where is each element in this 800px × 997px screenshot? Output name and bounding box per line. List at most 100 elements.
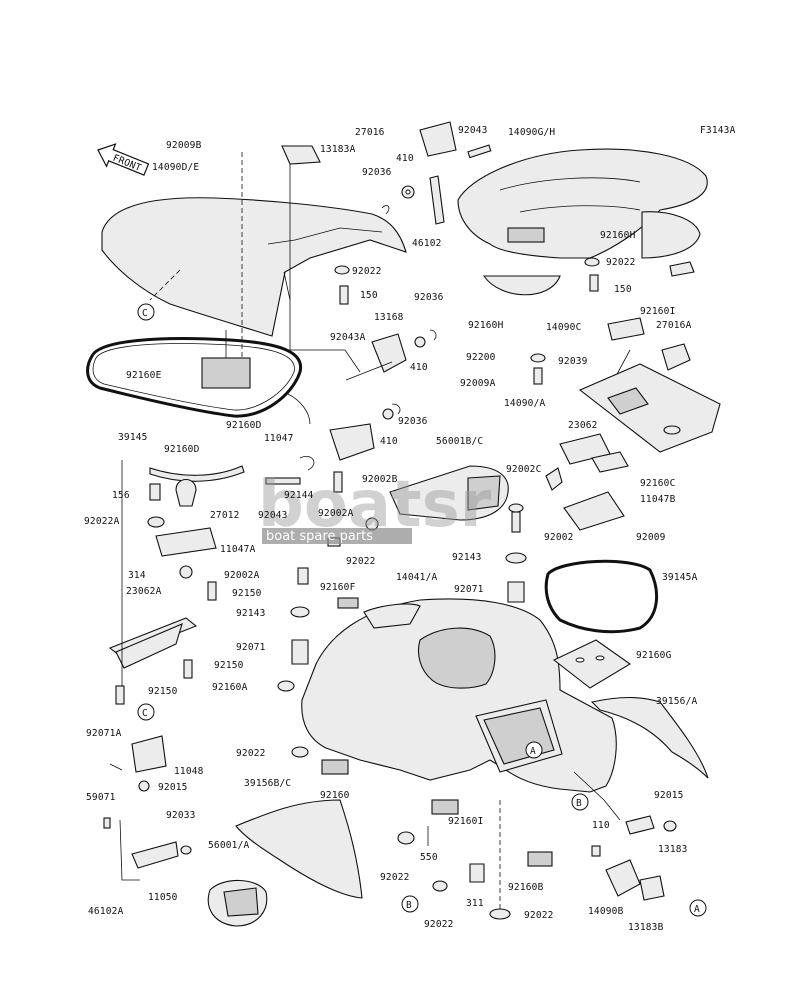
label-92150-b: 92150 xyxy=(214,660,244,671)
label-92033: 92033 xyxy=(166,810,196,821)
label-56001BC: 56001B/C xyxy=(436,436,483,447)
plate-13183A-part xyxy=(281,145,321,165)
label-92022-e: 92022 xyxy=(380,872,410,883)
bracket-11047-part xyxy=(329,423,375,461)
pad-92160C-part xyxy=(591,451,629,473)
label-14090B: 14090B xyxy=(588,906,624,917)
label-92144: 92144 xyxy=(284,490,314,501)
label-92160I-b: 92160I xyxy=(448,816,484,827)
tag-92160I-b-part xyxy=(431,799,459,815)
label-14090GH: 14090G/H xyxy=(508,127,555,138)
label-150-a: 150 xyxy=(360,290,378,301)
bolt-156-part xyxy=(149,483,161,501)
bumper-92071-b-part xyxy=(507,581,525,603)
label-110: 110 xyxy=(592,820,610,831)
spring-92144-part xyxy=(299,456,315,471)
tag-92160B-part xyxy=(527,851,553,867)
label-92022-c: 92022 xyxy=(346,556,376,567)
marker-b-right: B xyxy=(571,793,589,811)
label-92036-c: 92036 xyxy=(398,416,428,427)
bracket-11048-part xyxy=(131,735,167,773)
label-92009: 92009 xyxy=(636,532,666,543)
label-92022-f: 92022 xyxy=(424,919,454,930)
label-92022A: 92022A xyxy=(84,516,120,527)
latch-13168-part xyxy=(371,333,407,373)
label-46102A: 46102A xyxy=(88,906,124,917)
svg-text:C: C xyxy=(142,708,148,719)
label-92071A: 92071A xyxy=(86,728,122,739)
label-27016A: 27016A xyxy=(656,320,692,331)
marker-a-tray: A xyxy=(525,741,543,759)
label-156: 156 xyxy=(112,490,130,501)
label-92150-c: 92150 xyxy=(148,686,178,697)
label-11047: 11047 xyxy=(264,433,294,444)
pad-92160H-b-part xyxy=(482,275,561,296)
label-11047A: 11047A xyxy=(220,544,256,555)
leader-A xyxy=(573,771,621,821)
label-39156BC: 39156B/C xyxy=(244,778,291,789)
label-92150-a: 92150 xyxy=(232,588,262,599)
label-92015-a: 92015 xyxy=(158,782,188,793)
label-92002C: 92002C xyxy=(506,464,542,475)
clip-92036-part xyxy=(381,205,390,215)
label-92160C: 92160C xyxy=(640,478,676,489)
label-92160G: 92160G xyxy=(636,650,672,661)
leader-13183A xyxy=(289,164,361,373)
plate-13183B-part xyxy=(639,875,665,901)
label-92160H-b: 92160H xyxy=(468,320,504,331)
belt-loop-39145-part xyxy=(86,337,303,418)
tray-top-part xyxy=(363,603,421,629)
label-92039: 92039 xyxy=(558,356,588,367)
cap-27016-part xyxy=(419,121,457,157)
label-13183: 13183 xyxy=(658,844,688,855)
marker-c-top: C xyxy=(137,303,155,321)
label-23062: 23062 xyxy=(568,420,598,431)
pad-92160G-part xyxy=(552,639,632,689)
lid-14090A-part xyxy=(578,363,721,453)
label-59071: 59071 xyxy=(86,792,116,803)
label-410-c: 410 xyxy=(380,436,398,447)
label-11050: 11050 xyxy=(148,892,178,903)
label-92160F: 92160F xyxy=(320,582,356,593)
bolt-92043A-part xyxy=(345,361,393,381)
svg-text:A: A xyxy=(530,746,536,757)
label-13183A: 13183A xyxy=(320,144,356,155)
label-27016: 27016 xyxy=(355,127,385,138)
svg-text:boat spare parts: boat spare parts xyxy=(266,529,373,544)
svg-text:B: B xyxy=(406,900,412,911)
gasket-11047B-part xyxy=(563,491,625,531)
label-410-a: 410 xyxy=(396,153,414,164)
svg-text:B: B xyxy=(576,798,582,809)
trim-39156A-part xyxy=(590,697,709,779)
label-13183B: 13183B xyxy=(628,922,664,933)
label-92160: 92160 xyxy=(320,790,350,801)
label-92009B: 92009B xyxy=(166,140,202,151)
pad-14090C-part xyxy=(607,317,645,341)
label-39145A: 39145A xyxy=(662,572,698,583)
label-23062A: 23062A xyxy=(126,586,162,597)
label-92015-b: 92015 xyxy=(654,790,684,801)
latch-14090B-part xyxy=(605,859,641,897)
strip-92160D-b-part xyxy=(149,465,245,482)
label-550: 550 xyxy=(420,852,438,863)
label-92071-b: 92071 xyxy=(236,642,266,653)
label-14090DE: 14090D/E xyxy=(152,162,199,173)
label-92002A-b: 92002A xyxy=(224,570,260,581)
bracket-11047A-part xyxy=(155,527,217,557)
tray-14041A-part xyxy=(301,598,617,793)
bolt-150-part xyxy=(339,285,349,305)
label-92022-d: 92022 xyxy=(236,748,266,759)
label-27012: 27012 xyxy=(210,510,240,521)
label-14090A: 14090/A xyxy=(504,398,546,409)
label-56001A: 56001/A xyxy=(208,840,250,851)
label-92200: 92200 xyxy=(466,352,496,363)
label-92071-a: 92071 xyxy=(454,584,484,595)
pad-92160E-part xyxy=(201,357,251,389)
label-39145: 39145 xyxy=(118,432,148,443)
label-92143-b: 92143 xyxy=(236,608,266,619)
label-92160A: 92160A xyxy=(212,682,248,693)
pad-92160H-part xyxy=(641,211,701,259)
plate-11050-part xyxy=(131,841,179,869)
loop-27012-part xyxy=(175,478,197,507)
